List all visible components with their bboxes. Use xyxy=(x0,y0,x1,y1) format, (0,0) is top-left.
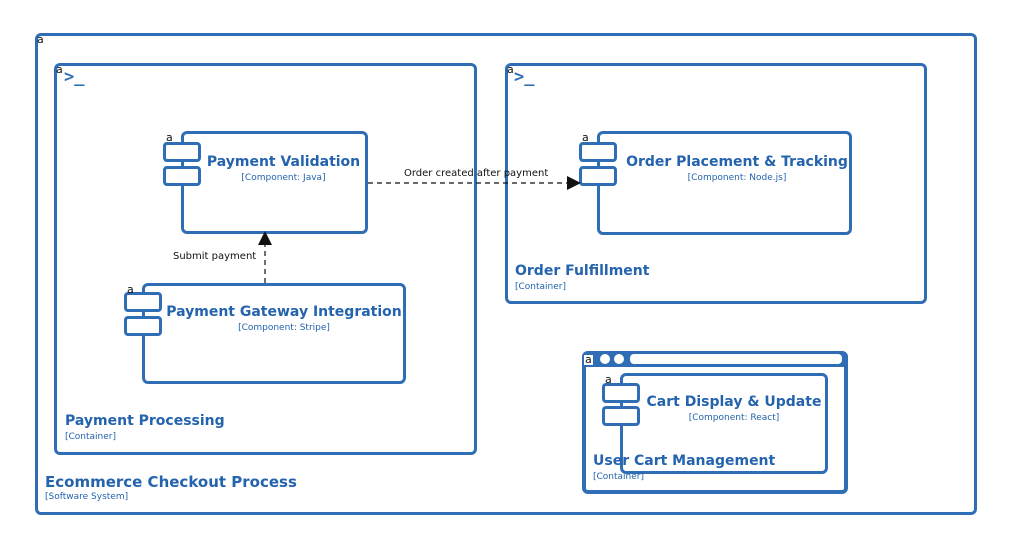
submit-payment-arrowhead xyxy=(258,231,272,245)
system-title: Ecommerce Checkout Process xyxy=(45,473,297,491)
order-created-label: Order created after payment xyxy=(404,168,549,179)
user-cart-management-title: User Cart Management xyxy=(593,453,776,469)
cart-display-component[interactable] xyxy=(620,373,828,474)
payment-processing-container[interactable] xyxy=(54,63,477,455)
submit-payment-label: Submit payment xyxy=(173,251,257,262)
order-placement-tab-top xyxy=(579,142,617,162)
order-placement-tab-bottom xyxy=(579,166,617,186)
payment-gateway-tab-bottom xyxy=(124,316,162,336)
payment-processing-type: [Container] xyxy=(65,432,117,442)
order-placement-title: Order Placement & Tracking xyxy=(626,154,848,170)
cart-display-marker: a xyxy=(605,373,612,386)
payment-gateway-marker: a xyxy=(127,283,134,296)
cart-display-title: Cart Display & Update xyxy=(646,394,822,410)
order-fulfillment-title: Order Fulfillment xyxy=(515,263,650,279)
cart-display-tab-top xyxy=(602,383,640,403)
terminal-icon: >_ xyxy=(64,67,85,87)
system-marker: a xyxy=(37,33,44,46)
user-cart-management-type: [Container] xyxy=(593,472,645,482)
browser-dot-icon xyxy=(600,354,610,364)
payment-validation-component[interactable] xyxy=(181,131,368,234)
terminal-icon: >_ xyxy=(514,67,535,87)
payment-validation-title: Payment Validation xyxy=(206,154,361,170)
user-cart-management-marker: a xyxy=(584,353,593,366)
order-fulfillment-type: [Container] xyxy=(515,282,567,292)
payment-gateway-title: Payment Gateway Integration xyxy=(166,304,402,320)
cart-display-type: [Component: React] xyxy=(688,413,780,423)
order-placement-component[interactable] xyxy=(597,131,852,235)
payment-gateway-type: [Component: Stripe] xyxy=(238,323,330,333)
browser-address-bar xyxy=(630,354,842,364)
order-placement-type: [Component: Node.js] xyxy=(687,173,787,183)
order-placement-marker: a xyxy=(582,131,589,144)
payment-validation-tab-bottom xyxy=(163,166,201,186)
payment-processing-marker: a xyxy=(56,63,63,76)
payment-processing-title: Payment Processing xyxy=(65,413,225,429)
payment-validation-tab-top xyxy=(163,142,201,162)
order-created-arrowhead xyxy=(567,176,581,190)
browser-dot-icon xyxy=(614,354,624,364)
payment-validation-marker: a xyxy=(166,131,173,144)
payment-gateway-component[interactable] xyxy=(142,283,406,384)
payment-gateway-tab-top xyxy=(124,292,162,312)
system-type: [Software System] xyxy=(45,492,129,502)
order-fulfillment-marker: a xyxy=(507,63,514,76)
payment-validation-type: [Component: Java] xyxy=(241,173,326,183)
cart-display-tab-bottom xyxy=(602,406,640,426)
